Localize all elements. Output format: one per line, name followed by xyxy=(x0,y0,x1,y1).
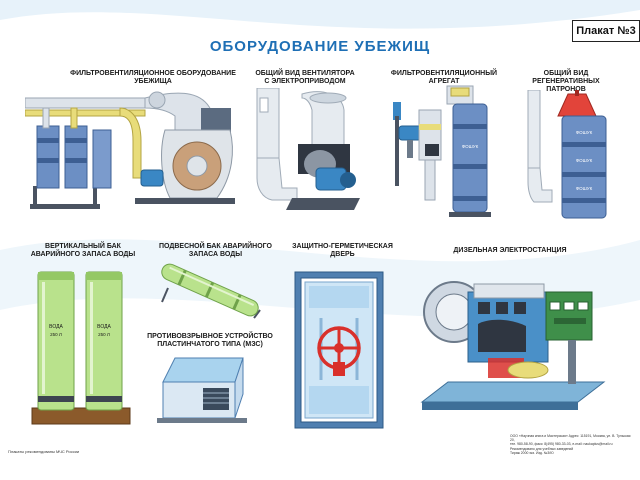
footer-left-note: Плакаты рекомендованы МЧС России xyxy=(8,449,80,454)
footer-line-1: ООО «Научная книга и Мастерская» Адрес: … xyxy=(510,434,631,443)
suspended-tank-illustration xyxy=(161,263,261,319)
footer-line-4: Тираж 2000 экз. Изд. №3/Ю xyxy=(510,450,554,455)
label-vertical-tank: ВЕРТИКАЛЬНЫЙ БАК АВАРИЙНОГО ЗАПАСА ВОДЫ xyxy=(30,243,136,258)
footer-line-2: тел. 980-58-90, факс: 8(495) 980-33-03, … xyxy=(510,442,613,447)
label-blast-device: ПРОТИВОВЗРЫВНОЕ УСТРОЙСТВО ПЛАСТИНЧАТОГО… xyxy=(147,333,273,348)
filter-vent-equipment-illustration xyxy=(25,91,235,209)
regen-canister-label-3: ФОШУК xyxy=(576,186,593,191)
label-filter-vent-equipment: ФИЛЬТРОВЕНТИЛЯЦИОННОЕ ОБОРУДОВАНИЕ УБЕЖИ… xyxy=(70,70,236,85)
bottom-margin xyxy=(0,456,640,480)
blast-device-illustration xyxy=(157,357,247,423)
fan-view-illustration xyxy=(256,88,360,210)
label-regen-cartridges: ОБЩИЙ ВИД РЕГЕНЕРАТИВНЫХ ПАТРОНОВ xyxy=(532,70,600,93)
filter-unit-canister-label: ФОШУК xyxy=(462,144,479,149)
filter-vent-unit-illustration: ФОШУК xyxy=(393,85,491,217)
label-filter-vent-unit: ФИЛЬТРОВЕНТИЛЯЦИОННЫЙ АГРЕГАТ xyxy=(390,70,498,85)
poster-number-badge: Плакат №3 xyxy=(572,20,640,42)
regen-cartridges-illustration: ФОШУК ФОШУК ФОШУК xyxy=(527,90,607,219)
regen-canister-label-2: ФОШУК xyxy=(576,158,593,163)
tank-right-label: ВОДА xyxy=(97,324,111,330)
diesel-station-illustration xyxy=(420,281,606,410)
tank-right-volume: 250 Л xyxy=(98,332,110,337)
regen-canister-label-1: ФОШУК xyxy=(576,130,593,135)
poster-title: ОБОРУДОВАНИЕ УБЕЖИЩ xyxy=(209,38,431,55)
label-suspended-tank: ПОДВЕСНОЙ БАК АВАРИЙНОГО ЗАПАСА ВОДЫ xyxy=(158,243,273,258)
vertical-tank-illustration: ВОДА 250 Л ВОДА 250 Л xyxy=(31,271,131,425)
label-fan-view: ОБЩИЙ ВИД ВЕНТИЛЯТОРА С ЭЛЕКТРОПРИВОДОМ xyxy=(255,70,355,85)
footer-line-3: Рекомендовано для учебных заведений xyxy=(510,446,574,451)
tank-left-label: ВОДА xyxy=(49,324,63,330)
footer-publisher-info: ООО «Научная книга и Мастерская» Адрес: … xyxy=(510,434,634,455)
protective-door-illustration xyxy=(294,271,384,429)
label-protective-door: ЗАЩИТНО-ГЕРМЕТИЧЕСКАЯ ДВЕРЬ xyxy=(292,243,393,258)
tank-left-volume: 250 Л xyxy=(50,332,62,337)
label-diesel-station: ДИЗЕЛЬНАЯ ЭЛЕКТРОСТАНЦИЯ xyxy=(453,247,567,254)
